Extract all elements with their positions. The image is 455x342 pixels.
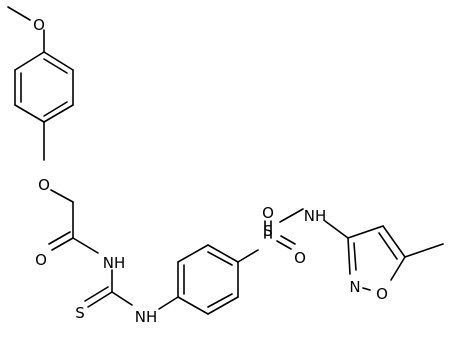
ring1-inner-2 xyxy=(43,101,68,117)
bond-ether-o-ch2 xyxy=(50,189,74,203)
label-sulfonamide-nh: NH xyxy=(304,207,327,225)
isoxazole-ring xyxy=(347,225,444,291)
atom-labels: O O O NH S NH S O O NH N O xyxy=(33,16,388,326)
carbonyl-group xyxy=(48,231,99,254)
isox-bond-c4-c5-a xyxy=(382,225,406,258)
thiourea-group xyxy=(84,269,179,310)
bond-ring2-s xyxy=(237,249,259,263)
bond-nh-isoxazole xyxy=(324,220,349,239)
bond-cs-double-b xyxy=(84,286,109,302)
ring2-bond-3 xyxy=(207,244,239,263)
ring1-bond-4 xyxy=(14,104,45,123)
ring2-inner-3 xyxy=(207,293,233,308)
ring1-bond-1 xyxy=(43,51,74,71)
label-sulfonyl-o-top: O xyxy=(262,204,274,222)
central-benzene-ring xyxy=(177,244,239,315)
isox-bond-o-n xyxy=(362,287,371,291)
bond-carbonyl-double-a xyxy=(51,237,74,251)
isox-bond-n-c3-a xyxy=(347,237,351,275)
label-isoxazole-o: O xyxy=(376,285,388,303)
bond-carbonyl-nh xyxy=(72,237,99,254)
methoxyphenyl-ring xyxy=(14,51,74,123)
label-sulfonyl-o-bottom: O xyxy=(294,249,306,267)
ring2-bond-5 xyxy=(207,296,239,315)
isox-bond-c4-c5-b xyxy=(378,232,398,260)
bond-carbonyl-double-b xyxy=(48,231,71,245)
label-methoxy-o: O xyxy=(33,16,45,34)
bond-c5-methyl xyxy=(404,243,444,258)
isox-bond-c3-c4 xyxy=(347,225,384,239)
label-ether-o: O xyxy=(38,176,50,194)
bond-thiocarbon-nh xyxy=(111,291,133,306)
ring1-inner-1 xyxy=(43,58,68,74)
sulfonamide-linker xyxy=(324,220,349,239)
methoxy-group xyxy=(7,6,45,53)
label-carbonyl-o: O xyxy=(35,251,47,269)
bond-s-nh xyxy=(279,208,304,223)
label-isoxazole-n: N xyxy=(349,278,360,296)
ether-linker xyxy=(43,121,74,239)
bond-methyl-o xyxy=(7,6,31,21)
label-amide-nh: NH xyxy=(103,254,126,272)
isox-bond-c5-o xyxy=(390,256,406,281)
ring2-bond-2 xyxy=(177,244,209,263)
ring2-bond-6 xyxy=(177,296,209,315)
label-sulfonyl-s: S xyxy=(263,222,273,240)
bond-s-o-bottom-b xyxy=(276,240,292,250)
isox-bond-n-c3-b xyxy=(353,242,357,271)
ring2-inner-2 xyxy=(207,251,233,266)
bond-cs-double-a xyxy=(87,291,113,308)
bond-s-o-bottom-a xyxy=(280,235,296,245)
ring1-bond-6 xyxy=(14,51,45,71)
label-thio-s: S xyxy=(75,304,85,322)
bond-nh-ring2 xyxy=(158,296,179,310)
label-thiourea-nh: NH xyxy=(135,308,158,326)
sulfonyl-group xyxy=(237,208,304,263)
ring1-bond-3 xyxy=(43,104,74,123)
